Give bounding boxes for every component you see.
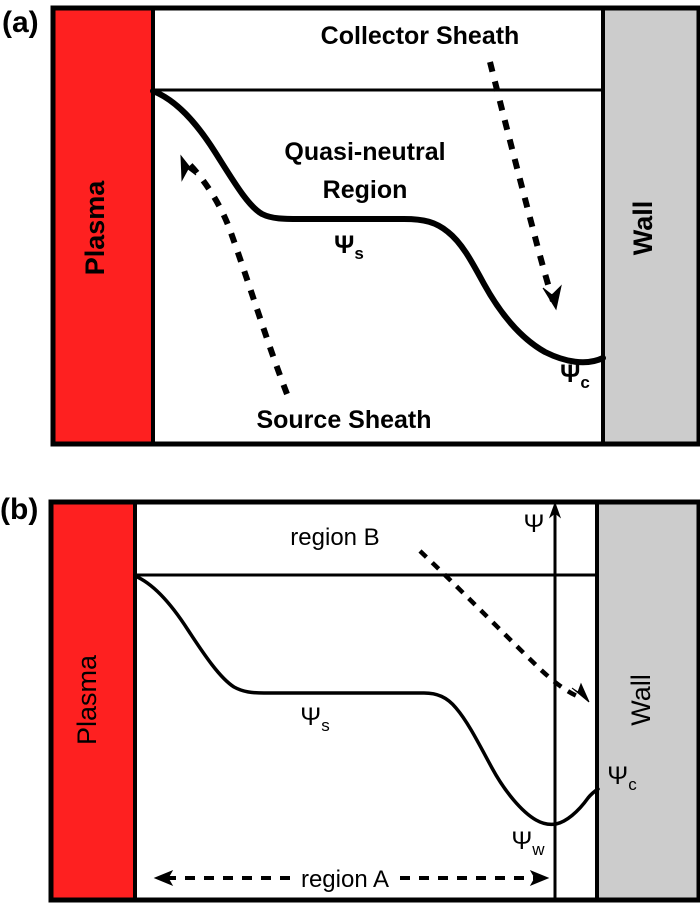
panel-a-plot-area bbox=[55, 10, 700, 442]
panel-b-psi-w-label: Ψw bbox=[511, 827, 545, 859]
panel-b: (b) Ψ Plasma Wall region B bbox=[0, 493, 700, 903]
panel-a-wall-label: Wall bbox=[628, 201, 658, 256]
panel-a-plasma-region bbox=[55, 10, 153, 442]
panel-b-potential-curve bbox=[133, 574, 600, 827]
panel-b-region-a-arrow bbox=[153, 869, 550, 887]
panel-a-frame bbox=[50, 5, 700, 447]
panel-a-source-sheath-arrow bbox=[180, 154, 290, 396]
panel-b-plot-area bbox=[53, 504, 700, 898]
panel-b-frame bbox=[48, 499, 700, 903]
panel-a: (a) Plasma Wall Collector Sheath Quasi-n… bbox=[2, 5, 700, 447]
panel-b-region-b-label: region B bbox=[290, 524, 379, 551]
panel-b-region-a-label: region A bbox=[301, 866, 389, 893]
panel-a-plasma-label: Plasma bbox=[80, 180, 110, 276]
panel-a-psi-c-label: Ψc bbox=[560, 360, 590, 392]
panel-b-plasma-region bbox=[53, 504, 135, 898]
panel-a-source-sheath-label: Source Sheath bbox=[256, 406, 431, 434]
panel-b-wall-region bbox=[597, 504, 700, 898]
panel-b-label: (b) bbox=[0, 493, 38, 526]
panel-b-plasma-label: Plasma bbox=[72, 654, 102, 745]
panel-b-region-b-arrow bbox=[418, 549, 590, 703]
panel-b-psi-axis bbox=[548, 501, 562, 898]
panel-b-psi-c-label: Ψc bbox=[607, 762, 637, 794]
panel-a-psi-s-label: Ψs bbox=[334, 231, 364, 263]
panel-a-quasi-neutral-line1: Quasi-neutral bbox=[284, 138, 445, 166]
panel-a-collector-sheath-label: Collector Sheath bbox=[321, 22, 520, 50]
panel-b-psi-axis-label: Ψ bbox=[524, 510, 545, 538]
panel-b-psi-s-label: Ψs bbox=[300, 703, 329, 735]
panel-a-quasi-neutral-line2: Region bbox=[323, 176, 408, 204]
panel-a-potential-curve bbox=[150, 88, 606, 366]
panel-a-collector-sheath-arrow bbox=[487, 61, 562, 311]
panel-a-wall-region bbox=[603, 10, 700, 442]
panel-a-label: (a) bbox=[2, 6, 39, 39]
panel-b-wall-label: Wall bbox=[626, 674, 656, 726]
